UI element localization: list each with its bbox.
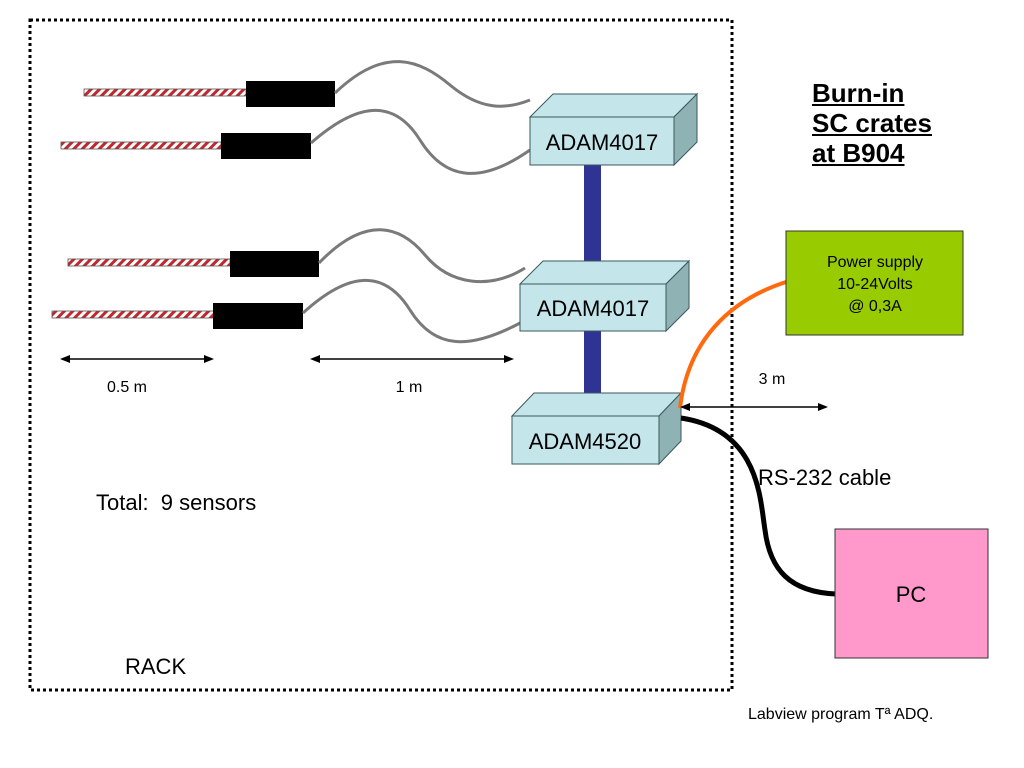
dimension-cable-length: 1 m [310, 355, 514, 396]
adam4520-module: ADAM4520 [510, 391, 683, 466]
title-line-3: at B904 [812, 138, 905, 168]
sensor-body [221, 133, 311, 159]
module-front-face [511, 415, 660, 465]
rs232-cable-label: RS-232 cable [758, 465, 891, 490]
module-front-face [529, 116, 675, 166]
diagram-title: Burn-in SC crates at B904 [812, 78, 932, 168]
title-line-1: Burn-in [812, 78, 905, 108]
rs232-cable [680, 415, 837, 597]
module-front-face [519, 283, 667, 332]
sensor-1 [83, 60, 531, 108]
sensor-2 [60, 108, 531, 175]
power-supply-line2: 10-24Volts [837, 276, 913, 293]
bus-bar-upper [584, 165, 601, 261]
sensor-body [230, 251, 319, 277]
power-supply-line3: @ 0,3A [848, 298, 902, 315]
rack-boundary [28, 18, 734, 692]
sensor-probe [83, 88, 247, 97]
module-top-face [518, 260, 691, 285]
sensor-probe [51, 310, 215, 319]
adam4017-top-module: ADAM4017 [528, 92, 699, 167]
sensor-length-label: 0.5 m [107, 379, 147, 396]
sensor-wire [301, 278, 523, 344]
total-sensors-label: Total: 9 sensors [96, 490, 256, 515]
adam4017-bottom-module: ADAM4017 [518, 259, 691, 333]
title-line-2: SC crates [812, 108, 932, 138]
module-top-face [510, 392, 683, 417]
dimension-sensor-length: 0.5 m [60, 355, 214, 396]
power-supply-box [785, 230, 964, 336]
sensor-body [213, 303, 303, 329]
pc-box [834, 528, 989, 659]
rs232-length-label: 3 m [759, 371, 786, 388]
sensor-3 [67, 228, 526, 283]
adam4017-bottom-label: ADAM4017 [537, 296, 650, 321]
power-cable [678, 280, 787, 409]
module-top-face [528, 93, 699, 118]
bus-bar-lower [584, 331, 601, 393]
sensor-wire [310, 108, 531, 175]
adam4017-top-label: ADAM4017 [546, 130, 659, 155]
pc-label: PC [896, 582, 927, 607]
sensor-probe [67, 258, 231, 267]
rack-label: RACK [125, 654, 186, 679]
sensor-wire [333, 60, 531, 108]
footer-caption: Labview program Tª ADQ. [748, 706, 934, 723]
sensor-wire [317, 228, 526, 283]
sensor-4 [51, 278, 523, 344]
sensor-probe [60, 141, 222, 150]
dimension-rs232-length: 3 m [680, 371, 828, 411]
sensor-body [246, 81, 335, 107]
power-supply-line1: Power supply [827, 254, 923, 271]
adam4520-label: ADAM4520 [529, 429, 642, 454]
cable-length-label: 1 m [396, 379, 423, 396]
